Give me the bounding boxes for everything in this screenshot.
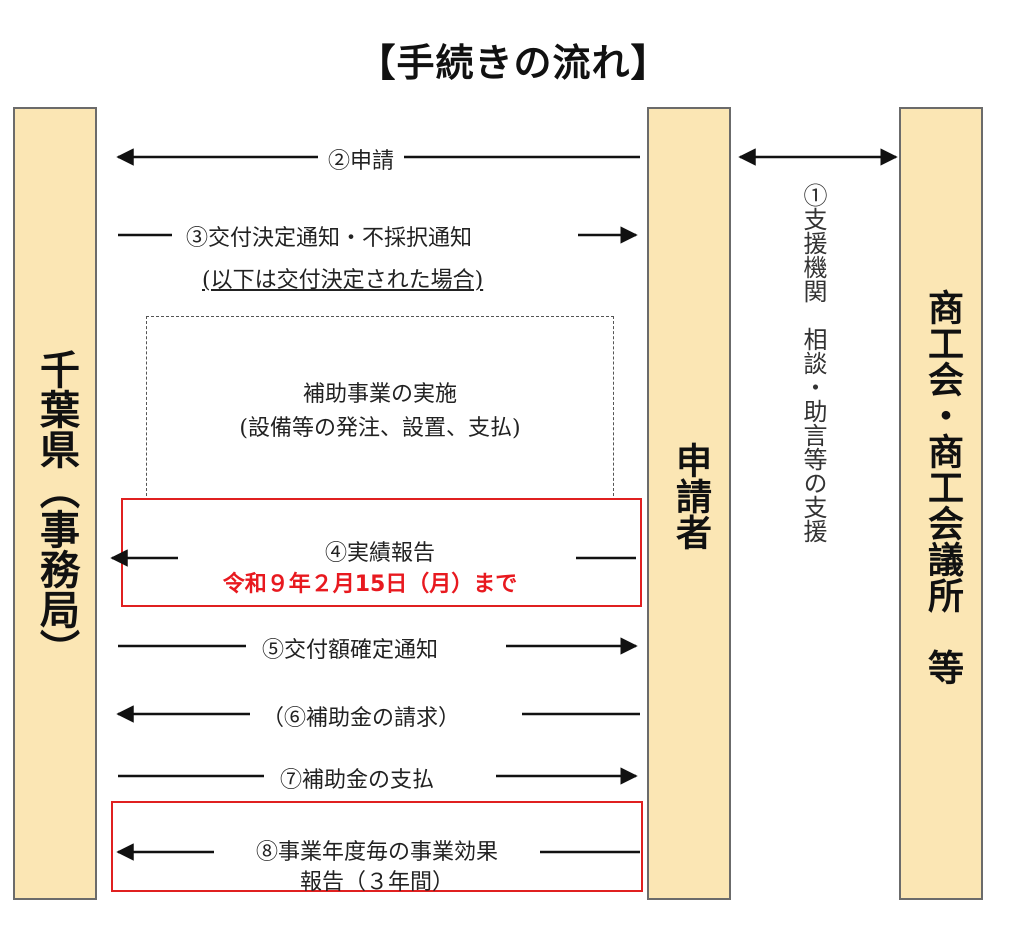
page-title: 【手続きの流れ】 [357, 41, 670, 85]
column-label-chiba-prefecture: 千葉県（事務局） [33, 349, 79, 669]
column-applicant: 申請者 [647, 107, 731, 900]
column-chiba-prefecture: 千葉県（事務局） [13, 107, 97, 900]
column-label-chamber-of-commerce: 商工会・商工会議所 等 [922, 289, 963, 685]
support-note: ①支援機関 相談・助言等の支援 [799, 183, 827, 543]
step8-line2: 報告（３年間） [299, 870, 454, 895]
step5-label: ⑤交付額確定通知 [262, 638, 439, 663]
highlight-box-step8 [111, 801, 643, 892]
implementation-line1: 補助事業の実施 [302, 382, 457, 407]
column-label-applicant: 申請者 [670, 442, 711, 550]
implementation-line2: (設備等の発注、設置、支払) [239, 416, 521, 441]
step8-line1: ⑧事業年度毎の事業効果 [255, 840, 498, 865]
column-chamber-of-commerce: 商工会・商工会議所 等 [899, 107, 983, 900]
step3-note: (以下は交付決定された場合) [202, 268, 484, 293]
step4-deadline: 令和９年２月15日（月）まで [222, 572, 518, 597]
step4-label: ④実績報告 [324, 541, 435, 566]
step6-label: （⑥補助金の請求） [262, 706, 461, 731]
step7-label: ⑦補助金の支払 [280, 768, 435, 793]
implementation-box [146, 316, 614, 496]
step2-label: ②申請 [318, 143, 405, 175]
step3-label: ③交付決定通知・不採択通知 [186, 226, 473, 251]
